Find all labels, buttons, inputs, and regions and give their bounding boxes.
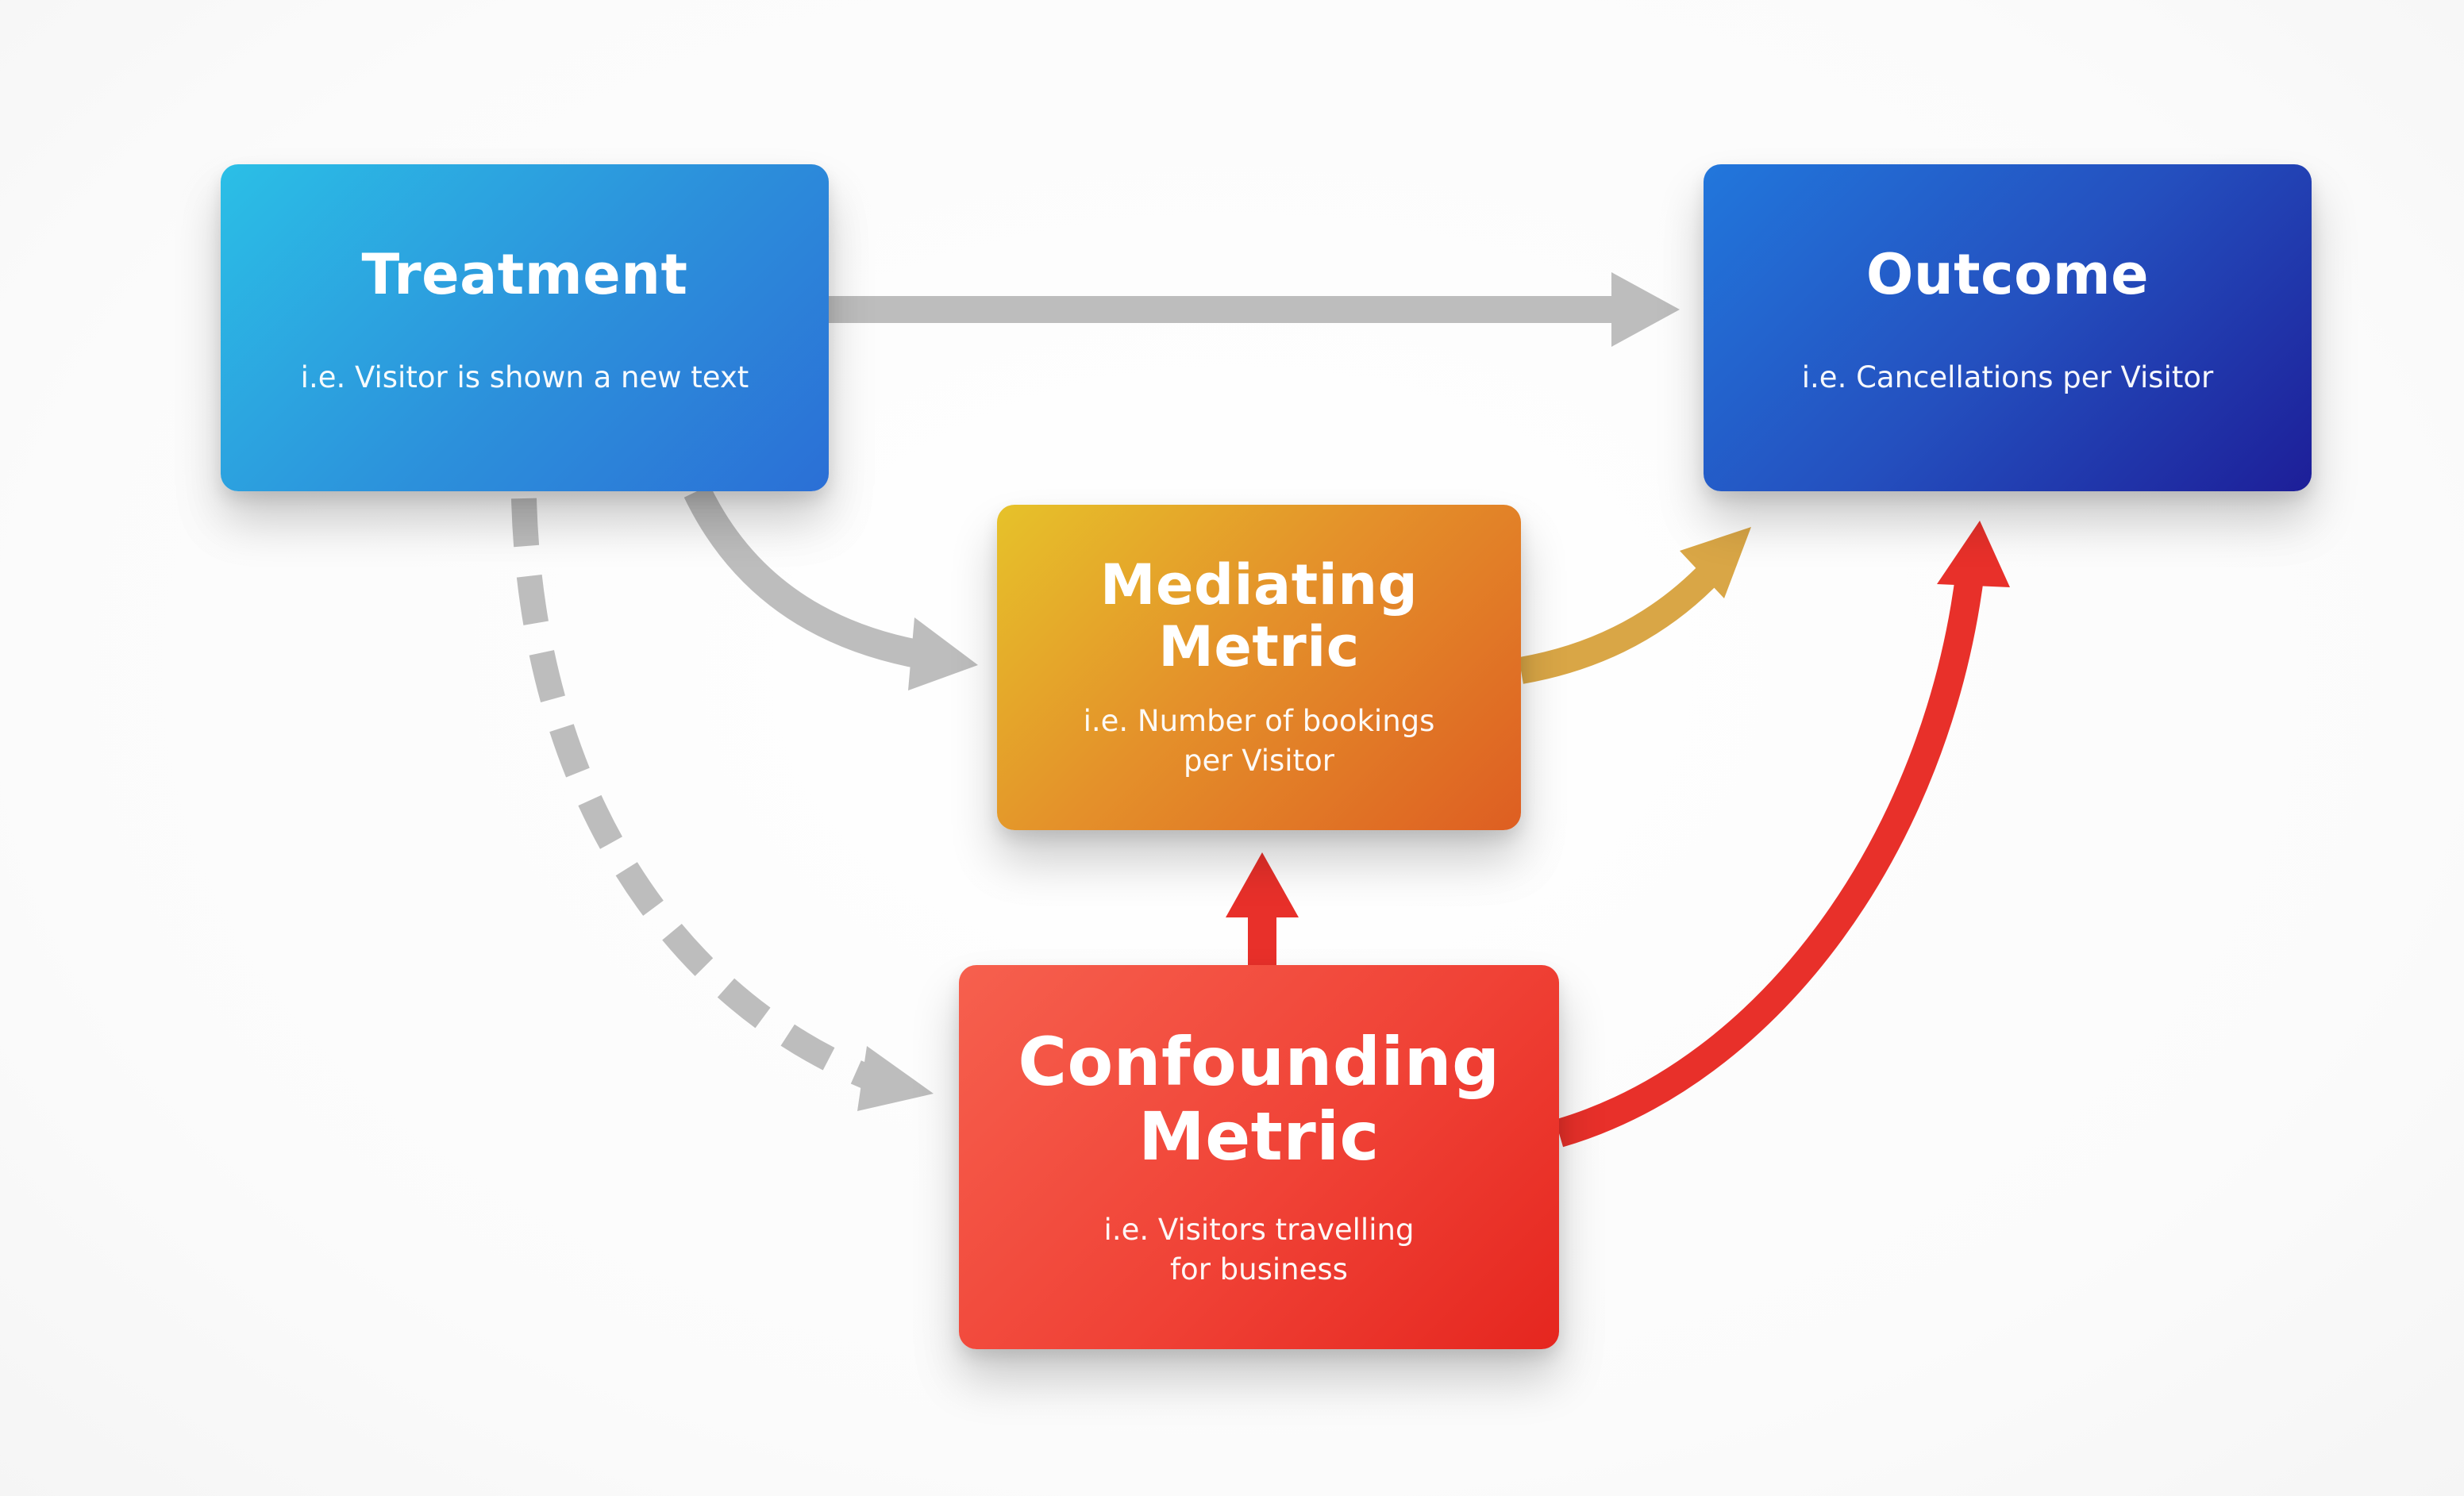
outcome-title: Outcome bbox=[1865, 241, 2150, 307]
treatment-title: Treatment bbox=[361, 241, 688, 307]
mediating-title-line1: Mediating bbox=[1099, 552, 1419, 617]
confounding-title-line2: Metric bbox=[1138, 1098, 1380, 1176]
mediating-subtitle: i.e. Number of bookings per Visitor bbox=[1084, 702, 1435, 781]
treatment-subtitle: i.e. Visitor is shown a new text bbox=[300, 360, 749, 395]
outcome-subtitle: i.e. Cancellations per Visitor bbox=[1801, 360, 2214, 395]
outcome-box: Outcome i.e. Cancellations per Visitor bbox=[1704, 164, 2312, 491]
mediating-subtitle-line1: i.e. Number of bookings bbox=[1083, 704, 1435, 739]
confounding-title: Confounding Metric bbox=[1018, 1025, 1500, 1174]
confounding-title-line1: Confounding bbox=[1018, 1022, 1500, 1101]
mediating-box: Mediating Metric i.e. Number of bookings… bbox=[997, 505, 1521, 830]
arrow-treatment-to-mediating bbox=[683, 485, 978, 690]
arrow-treatment-to-confounding bbox=[511, 498, 934, 1111]
confounding-subtitle-line2: for business bbox=[1170, 1252, 1348, 1287]
arrow-confounding-to-mediating bbox=[1226, 852, 1299, 965]
arrow-treatment-to-outcome bbox=[829, 272, 1680, 347]
confounding-box: Confounding Metric i.e. Visitors travell… bbox=[959, 965, 1559, 1349]
arrow-mediating-to-outcome bbox=[1519, 527, 1751, 684]
confounding-subtitle: i.e. Visitors travelling for business bbox=[1104, 1210, 1415, 1290]
confounding-subtitle-line1: i.e. Visitors travelling bbox=[1103, 1213, 1415, 1248]
mediating-title: Mediating Metric bbox=[1099, 552, 1419, 680]
treatment-box: Treatment i.e. Visitor is shown a new te… bbox=[221, 164, 829, 491]
mediating-title-line2: Metric bbox=[1158, 614, 1360, 680]
arrow-confounding-to-outcome bbox=[1554, 521, 2010, 1148]
mediating-subtitle-line2: per Visitor bbox=[1184, 744, 1334, 779]
